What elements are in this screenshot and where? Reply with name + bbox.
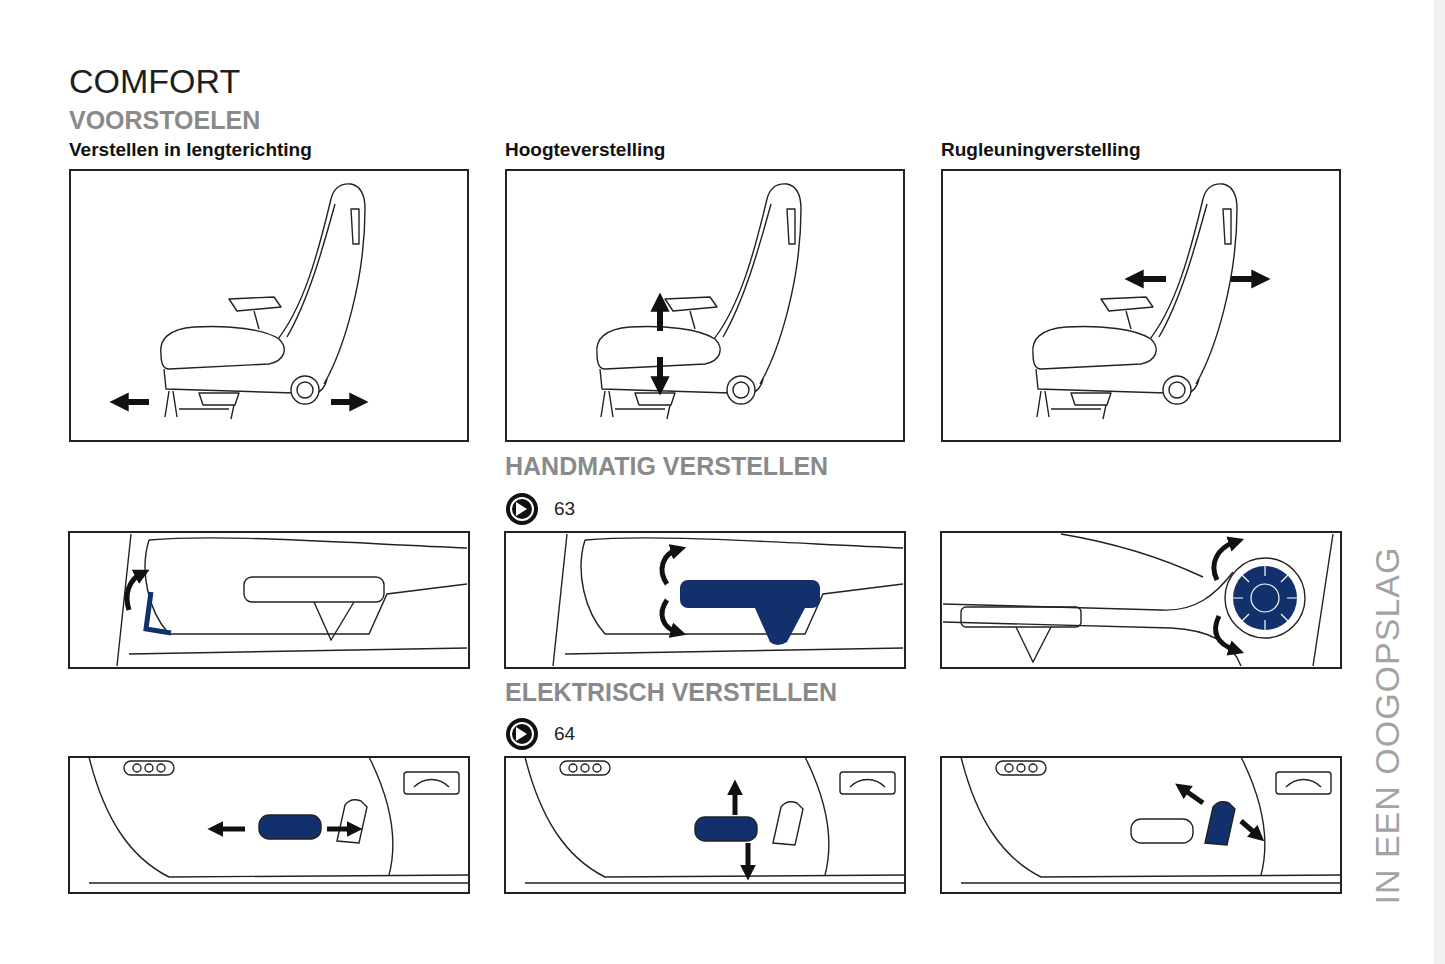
- electric-lengthwise: [69, 757, 469, 893]
- picture-heading: Hoogteverstelling: [505, 139, 665, 161]
- section-heading: VOORSTOELEN: [69, 106, 260, 135]
- picture-frame: Verstellen in lengterichting: [69, 169, 469, 442]
- page-number: 63: [554, 498, 575, 520]
- page-title: COMFORT: [69, 62, 240, 101]
- picture-heading: Rugleuningverstelling: [941, 139, 1141, 161]
- section-heading: HANDMATIG VERSTELLEN: [505, 452, 828, 481]
- manual-backrest: [941, 532, 1341, 668]
- page-edge: [1434, 0, 1445, 964]
- manual-lengthwise: [69, 532, 469, 668]
- electric-height: [505, 757, 905, 893]
- picture-frame: Rugleuningverstelling: [941, 169, 1341, 442]
- page-number: 64: [554, 723, 575, 745]
- manual-height: [505, 532, 905, 668]
- section-heading: ELEKTRISCH VERSTELLEN: [505, 678, 837, 707]
- electric-backrest: [941, 757, 1341, 893]
- picture-frame: Hoogteverstelling: [505, 169, 905, 442]
- seat-height: [597, 184, 801, 419]
- side-tab: IN EEN OOGOPSLAG: [1368, 546, 1407, 904]
- seat-backrest: [1033, 184, 1259, 419]
- seat-lengthwise: [121, 184, 365, 419]
- picture-heading: Verstellen in lengterichting: [69, 139, 312, 161]
